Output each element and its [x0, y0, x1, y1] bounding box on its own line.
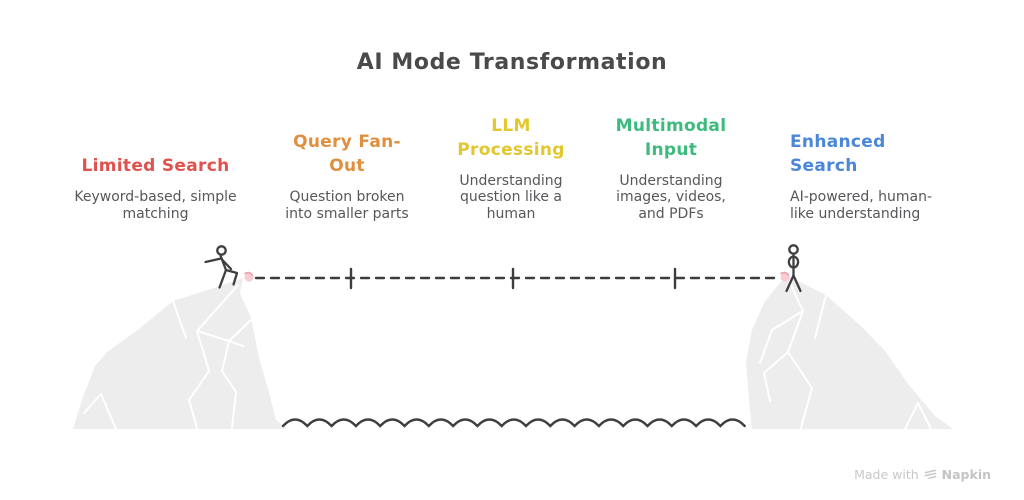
- stage-description: Understanding question like a human: [459, 172, 563, 222]
- stage-label: Multimodal Input: [615, 115, 727, 160]
- napkin-logo-icon: [924, 469, 936, 480]
- watermark-brand: Napkin: [941, 467, 991, 482]
- stick-figure-standing-icon: [785, 244, 802, 293]
- stick-figure-walking-icon: [204, 245, 239, 289]
- stage-multimodal-input: Multimodal Input Understanding images, v…: [611, 98, 731, 222]
- diagram-title: AI Mode Transformation: [356, 50, 668, 75]
- stage-description: AI-powered, human-like understanding: [790, 189, 933, 222]
- stage-limited-search: Limited Search Keyword-based, simple mat…: [58, 98, 253, 222]
- stage-description: Understanding images, videos, and PDFs: [616, 172, 726, 222]
- watermark-prefix: Made with: [854, 467, 919, 482]
- stage-description: Question broken into smaller parts: [285, 189, 409, 222]
- rope-line: [254, 267, 781, 290]
- rope-coil-left: [244, 271, 254, 282]
- stage-label: LLM Processing: [457, 115, 565, 160]
- right-cliff: [746, 276, 953, 430]
- stage-description: Keyword-based, simple matching: [74, 189, 237, 222]
- stage-query-fan-out: Query Fan-Out Question broken into small…: [282, 98, 412, 222]
- stage-label: Query Fan-Out: [293, 132, 401, 176]
- stage-enhanced-search: Enhanced Search AI-powered, human-like u…: [790, 98, 942, 222]
- stage-label: Limited Search: [81, 156, 230, 176]
- rope-coil-right: [780, 271, 790, 282]
- stage-llm-processing: LLM Processing Understanding question li…: [451, 98, 571, 222]
- watermark: Made with Napkin: [854, 467, 991, 482]
- stage-label: Enhanced Search: [790, 132, 886, 176]
- water-wave: [281, 418, 746, 428]
- left-cliff: [73, 278, 287, 430]
